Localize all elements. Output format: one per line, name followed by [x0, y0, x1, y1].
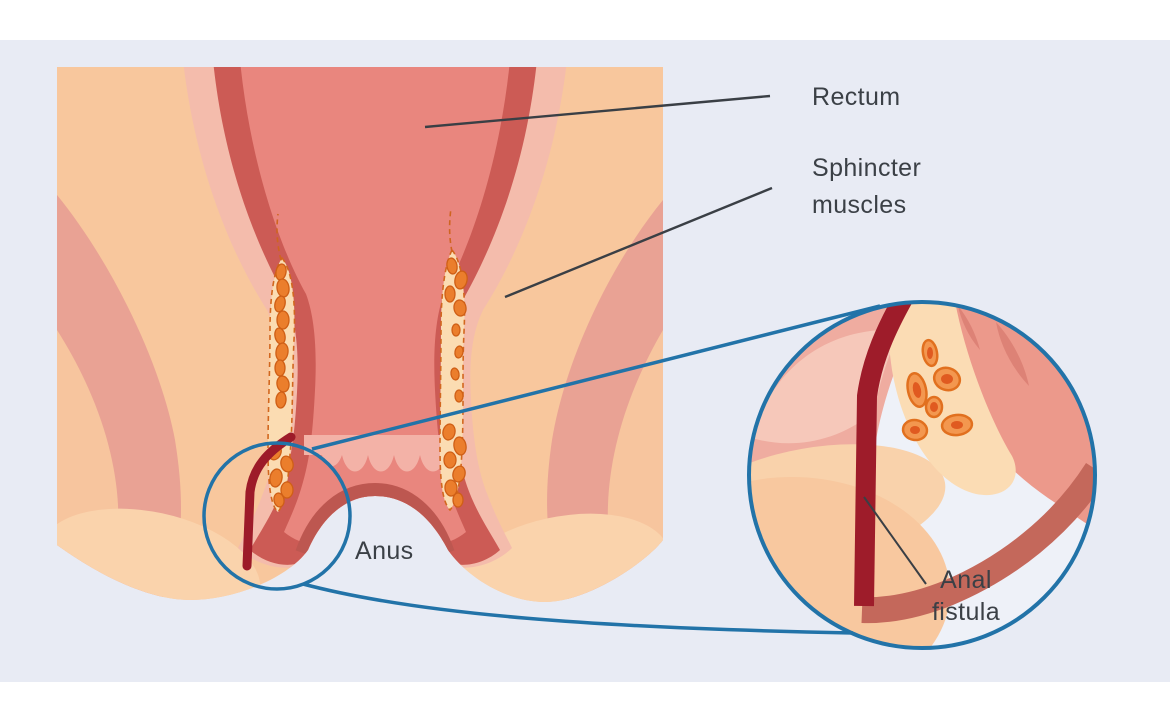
main-cross-section [57, 67, 663, 602]
anal-fistula-pointer-line [863, 496, 927, 585]
anus-label: Anus [355, 537, 414, 565]
inset-magnified-view [747, 300, 1097, 650]
magnifier-connector-lines [302, 304, 881, 635]
inset-surface-dark-band [861, 462, 1095, 624]
inset-wall-shadow-1 [996, 322, 1029, 386]
anal-fistula-label-line1: Anal [940, 566, 992, 594]
inset-gland-cell-nuclei [910, 347, 963, 434]
rectum-label: Rectum [812, 83, 901, 111]
rectum-leader-line [424, 94, 771, 129]
inset-circle-border [747, 300, 1097, 650]
inset-gland-channel [887, 302, 1016, 496]
connector-line-upper [311, 304, 881, 451]
connector-line-lower [302, 582, 854, 635]
gland-cells [268, 257, 468, 508]
sphincter-muscles-label: Sphincter muscles [812, 150, 921, 224]
anal-columns [304, 435, 446, 472]
sphincter-label-line2: muscles [812, 191, 907, 219]
anal-fistula-label-line2: fistula [931, 598, 1001, 626]
label-leader-lines [424, 94, 773, 299]
inset-wall-shadow-2 [958, 306, 980, 350]
anal-fistula-label: Anal fistula [896, 564, 1036, 628]
sphincter-leader-line [504, 186, 773, 299]
sphincter-label-line1: Sphincter [812, 154, 922, 182]
rectum-lumen [240, 67, 510, 544]
magnifier-source-circle [202, 441, 352, 591]
